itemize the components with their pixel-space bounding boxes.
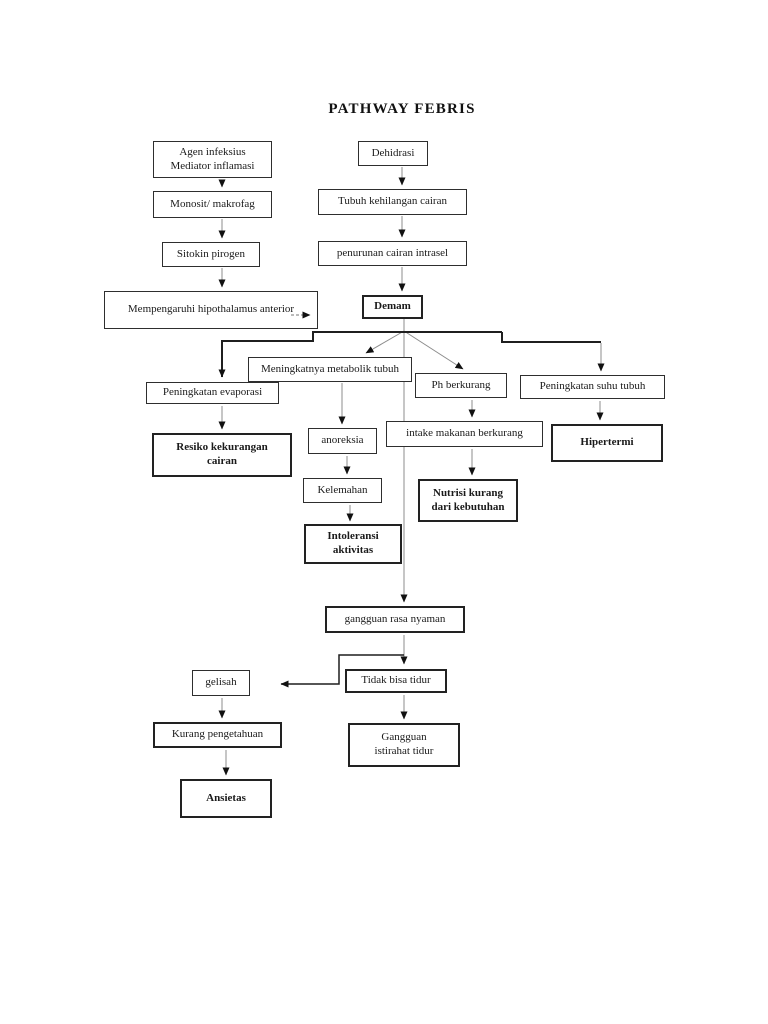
node-tidak-bisa-tidur: Tidak bisa tidur [345, 669, 447, 693]
node-ph-berkurang: Ph berkurang [415, 373, 507, 398]
node-ansietas: Ansietas [180, 779, 272, 818]
node-hipertermi: Hipertermi [551, 424, 663, 462]
node-anoreksia: anoreksia [308, 428, 377, 454]
node-dehidrasi: Dehidrasi [358, 141, 428, 166]
edge-demam-ph [403, 330, 464, 370]
node-kurang-pengetahuan: Kurang pengetahuan [153, 722, 282, 748]
node-nutrisi-kurang-dari-kebutuhan: Nutrisi kurang dari kebutuhan [418, 479, 518, 522]
node-monosit-makrofag: Monosit/ makrofag [153, 191, 272, 218]
node-kelemahan: Kelemahan [303, 478, 382, 503]
node-intoleransi-aktivitas: Intoleransi aktivitas [304, 524, 402, 564]
node-penurunan-cairan-intrasel: penurunan cairan intrasel [318, 241, 467, 266]
node-meningkatnya-metabolik-tubuh: Meningkatnya metabolik tubuh [248, 357, 412, 382]
node-sitokin-pirogen: Sitokin pirogen [162, 242, 260, 267]
node-demam: Demam [362, 295, 423, 319]
node-peningkatan-evaporasi: Peningkatan evaporasi [146, 382, 279, 404]
node-gangguan-rasa-nyaman: gangguan rasa nyaman [325, 606, 465, 633]
branch-right [501, 332, 601, 343]
node-peningkatan-suhu-tubuh: Peningkatan suhu tubuh [520, 375, 665, 399]
node-agen-infeksius: Agen infeksius Mediator inflamasi [153, 141, 272, 178]
edge-demam-metabolik [365, 330, 405, 354]
page-title: PATHWAY FEBRIS [328, 101, 476, 117]
node-hipothalamus-anterior: Mempengaruhi hipothalamus anterior [104, 291, 318, 329]
node-gangguan-istirahat-tidur: Gangguan istirahat tidur [348, 723, 460, 767]
node-resiko-kekurangan-cairan: Resiko kekurangan cairan [152, 433, 292, 477]
node-tubuh-kehilangan-cairan: Tubuh kehilangan cairan [318, 189, 467, 215]
node-intake-makanan-berkurang: intake makanan berkurang [386, 421, 543, 447]
node-gelisah: gelisah [192, 670, 250, 696]
